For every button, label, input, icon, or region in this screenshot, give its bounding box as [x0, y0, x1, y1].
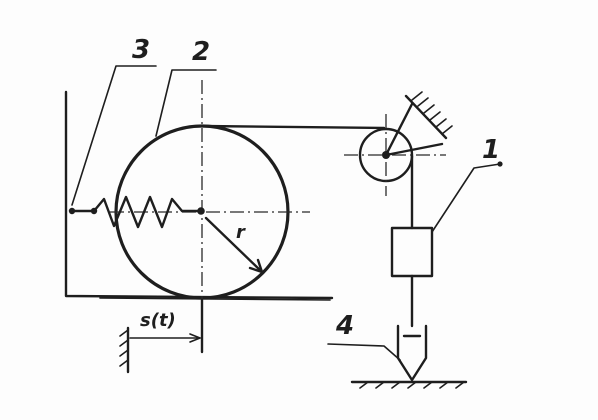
radius-label: r	[236, 222, 246, 243]
damper-ground-hatch	[359, 381, 465, 389]
ground-line	[99, 297, 331, 301]
bracket-wall-hatch	[411, 91, 453, 135]
spring-anchor	[68, 207, 76, 215]
frame-wall	[64, 90, 334, 300]
label-3: 3	[132, 35, 150, 65]
leader-1-end	[497, 161, 503, 167]
disc-center	[197, 207, 205, 215]
leader-4	[327, 343, 401, 361]
displacement-arrowhead	[189, 333, 201, 343]
damper-body	[396, 324, 428, 382]
displacement-wall-hatch	[119, 329, 129, 367]
radius-arrow	[204, 216, 264, 274]
spring-node	[90, 207, 98, 215]
radius-arrowhead	[248, 258, 264, 274]
spring	[70, 195, 202, 229]
leader-2	[155, 69, 217, 137]
label-1: 1	[482, 135, 500, 165]
belt	[200, 124, 386, 130]
leader-3	[71, 65, 157, 206]
body-1	[390, 226, 434, 278]
displacement-label: s(t)	[140, 310, 176, 331]
pulley-bracket	[384, 102, 444, 157]
label-4: 4	[335, 311, 354, 341]
bracket-wall	[404, 94, 448, 140]
leader-1	[431, 163, 501, 233]
label-2: 2	[192, 37, 210, 67]
